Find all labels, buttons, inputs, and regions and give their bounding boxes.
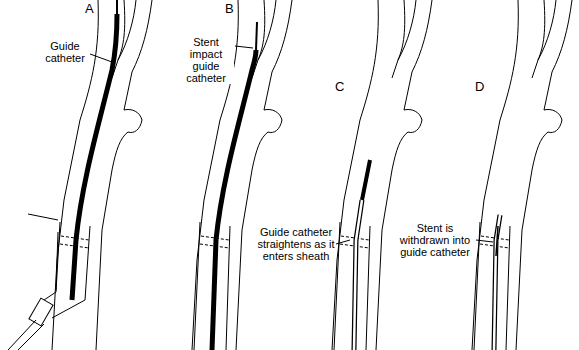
leader-line [235,46,253,48]
panel-a [8,0,152,350]
sheath-hub [29,298,53,326]
vessel [332,0,432,350]
catheter-lumen [354,200,362,350]
callout-label: Guide catheter straightens as it enters … [256,226,336,262]
guide-catheter [212,50,256,350]
panel-letter: C [335,80,344,94]
stent [256,22,257,50]
tick-line [28,214,58,220]
guide-catheter [354,200,362,350]
panel-d [472,0,572,350]
panel-letter: A [85,2,94,16]
vessel [472,0,572,350]
hub-tube [8,320,44,350]
panel-letter: D [475,80,484,94]
callout-label: Stent impact guide catheter [178,36,234,84]
leader-line [90,54,112,62]
stent [362,160,370,200]
catheter-lumen [494,215,500,350]
guide-catheter [494,215,500,350]
callout-label: Guide catheter [40,40,90,64]
leader-line [336,240,350,244]
leader-line [476,240,493,242]
stent [116,0,118,14]
callout-label: Stent is withdrawn into guide catheter [394,222,476,258]
panel-c [332,0,432,350]
panel-letter: B [225,2,234,16]
stent [496,226,498,256]
